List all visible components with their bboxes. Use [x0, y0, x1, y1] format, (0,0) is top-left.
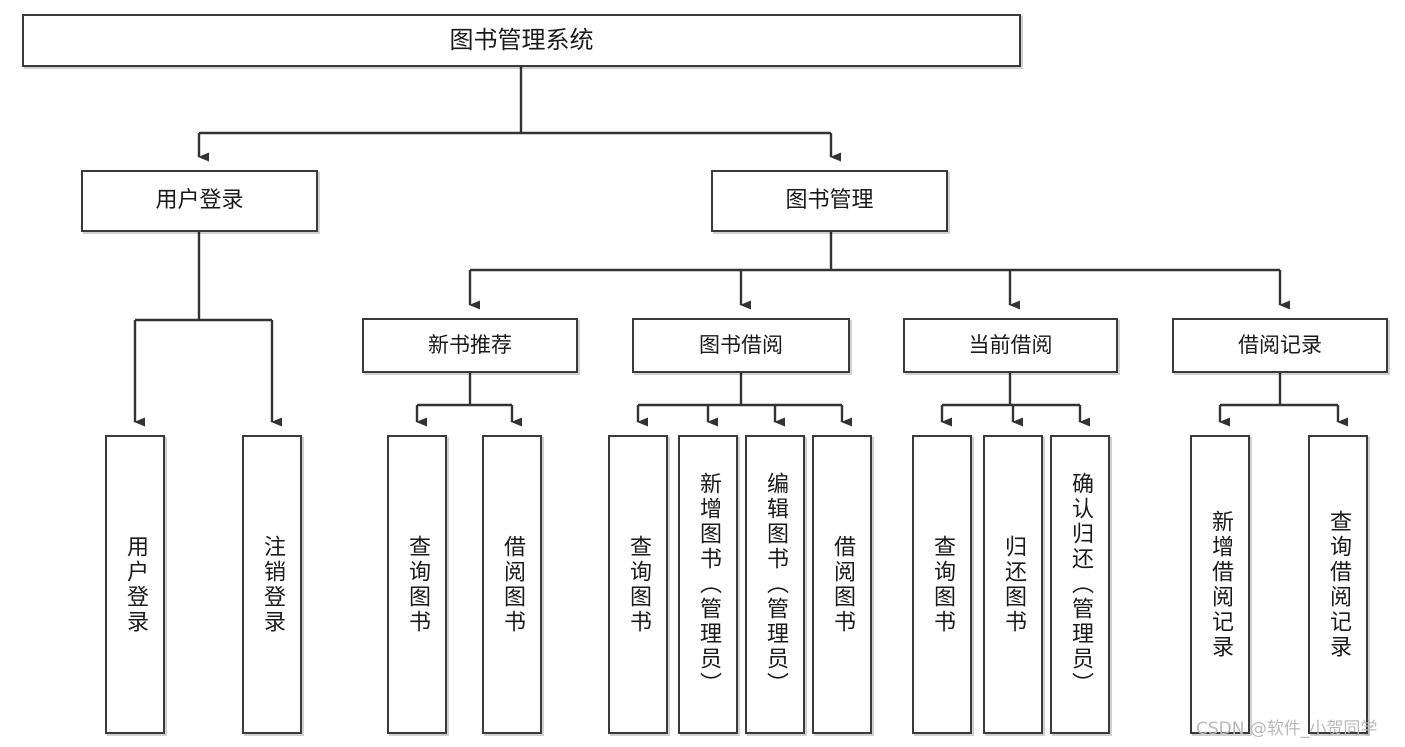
- node-leaf-edit-book-admin-label: 编辑图书（管理员）: [763, 472, 788, 697]
- node-leaf-user-login-label: 用户登录: [123, 534, 148, 635]
- node-borrow-record-label: 借阅记录: [1238, 333, 1322, 358]
- node-leaf-return-book-label: 归还图书: [1001, 534, 1026, 635]
- node-new-book-recommend[interactable]: 新书推荐: [362, 318, 578, 373]
- node-leaf-query-book-current-label: 查询图书: [930, 534, 955, 635]
- node-current-borrow-label: 当前借阅: [968, 333, 1053, 358]
- node-leaf-confirm-return-admin[interactable]: 确认归还（管理员）: [1050, 435, 1110, 734]
- node-leaf-user-login[interactable]: 用户登录: [105, 435, 165, 734]
- node-root-system[interactable]: 图书管理系统: [22, 14, 1021, 67]
- node-leaf-query-book-borrow-label: 查询图书: [626, 534, 651, 635]
- node-leaf-confirm-return-admin-label: 确认归还（管理员）: [1068, 472, 1093, 697]
- node-leaf-user-logout[interactable]: 注销登录: [242, 435, 302, 734]
- node-leaf-borrow-book[interactable]: 借阅图书: [812, 435, 872, 734]
- node-leaf-query-book-recommend-label: 查询图书: [405, 534, 430, 635]
- node-leaf-query-book-recommend[interactable]: 查询图书: [387, 435, 447, 734]
- node-leaf-borrow-book-recommend[interactable]: 借阅图书: [482, 435, 542, 734]
- node-borrow-record[interactable]: 借阅记录: [1172, 318, 1388, 373]
- node-leaf-query-book-current[interactable]: 查询图书: [912, 435, 972, 734]
- node-leaf-user-logout-label: 注销登录: [260, 534, 285, 635]
- node-leaf-add-book-admin-label: 新增图书（管理员）: [696, 472, 721, 697]
- node-current-borrow[interactable]: 当前借阅: [903, 318, 1118, 373]
- node-book-admin[interactable]: 图书管理: [711, 170, 948, 232]
- node-leaf-return-book[interactable]: 归还图书: [983, 435, 1043, 734]
- node-user-login[interactable]: 用户登录: [81, 170, 318, 232]
- node-leaf-add-book-admin[interactable]: 新增图书（管理员）: [678, 435, 738, 734]
- node-book-admin-label: 图书管理: [785, 188, 874, 214]
- node-leaf-add-borrow-record-label: 新增借阅记录: [1208, 509, 1233, 660]
- node-leaf-query-borrow-record-label: 查询借阅记录: [1326, 509, 1351, 660]
- node-book-borrow[interactable]: 图书借阅: [632, 318, 850, 373]
- node-leaf-edit-book-admin[interactable]: 编辑图书（管理员）: [745, 435, 805, 734]
- node-new-book-recommend-label: 新书推荐: [428, 333, 512, 358]
- node-root-label: 图书管理系统: [449, 26, 594, 55]
- node-leaf-query-borrow-record[interactable]: 查询借阅记录: [1308, 435, 1368, 734]
- node-book-borrow-label: 图书借阅: [699, 333, 783, 358]
- node-leaf-add-borrow-record[interactable]: 新增借阅记录: [1190, 435, 1250, 734]
- node-leaf-query-book-borrow[interactable]: 查询图书: [608, 435, 668, 734]
- node-leaf-borrow-book-label: 借阅图书: [830, 534, 855, 635]
- node-user-login-label: 用户登录: [155, 188, 244, 214]
- node-leaf-borrow-book-recommend-label: 借阅图书: [500, 534, 525, 635]
